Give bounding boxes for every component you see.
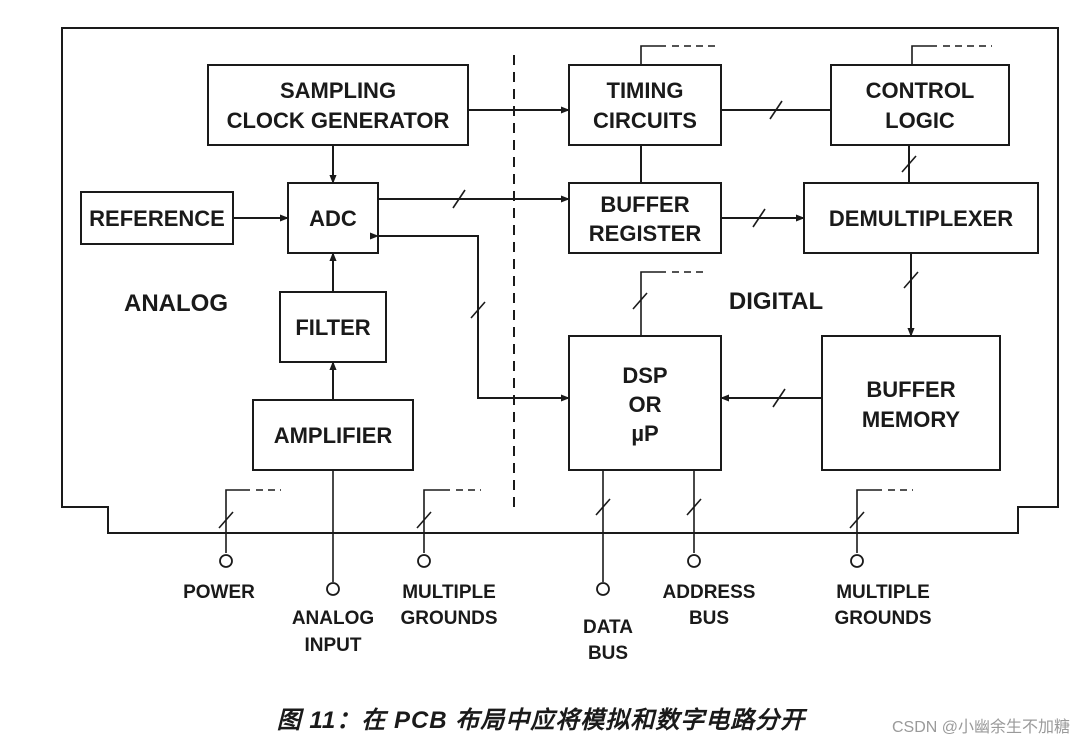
power-terminal: [219, 554, 233, 568]
digital-grounds-line: [856, 489, 882, 553]
timing-control-stub: [640, 45, 666, 65]
control-line1: CONTROL: [866, 78, 975, 103]
dsp-line3: µP: [631, 421, 658, 446]
digital-grounds-line2: GROUNDS: [834, 608, 931, 629]
demultiplexer-block: DEMULTIPLEXER: [803, 182, 1039, 254]
address-bus-line1: ADDRESS: [663, 582, 756, 603]
dsp-block: DSP OR µP: [568, 335, 722, 471]
analog-input-line2: INPUT: [305, 635, 362, 656]
csdn-watermark: CSDN @小幽余生不加糖: [891, 719, 1070, 736]
data-bus-line1: DATA: [583, 617, 633, 638]
buffer-register-line2: REGISTER: [589, 221, 702, 246]
control-line2: LOGIC: [885, 108, 955, 133]
analog-grounds-terminal: [417, 554, 431, 568]
analog-grounds-line1: MULTIPLE: [402, 582, 496, 603]
adc-label: ADC: [309, 206, 357, 231]
analog-input-terminal: [326, 582, 340, 596]
amplifier-label: AMPLIFIER: [274, 423, 393, 448]
demux-label: DEMULTIPLEXER: [829, 206, 1013, 231]
control-logic-block: CONTROL LOGIC: [830, 64, 1010, 146]
buffer-register-line1: BUFFER: [600, 192, 689, 217]
analog-region-label: ANALOG: [124, 290, 228, 317]
dsp-line1: DSP: [622, 363, 667, 388]
address-bus-terminal: [687, 554, 701, 568]
figure-caption: 图 11：在 PCB 布局中应将模拟和数字电路分开: [276, 707, 806, 734]
sampling-clock-line2: CLOCK GENERATOR: [227, 108, 450, 133]
buffer-memory-block: BUFFER MEMORY: [821, 335, 1001, 471]
analog-grounds-line2: GROUNDS: [400, 608, 497, 629]
adc-block: ADC: [287, 182, 379, 254]
power-label: POWER: [183, 582, 255, 603]
digital-grounds-line1: MULTIPLE: [836, 582, 930, 603]
digital-region-label: DIGITAL: [729, 288, 823, 315]
buffer-register-block: BUFFER REGISTER: [568, 182, 722, 254]
control-logic-stub: [911, 45, 937, 65]
dsp-line2: OR: [629, 392, 662, 417]
board-outline: [61, 27, 1059, 534]
amplifier-block: AMPLIFIER: [252, 399, 414, 471]
data-bus-line2: BUS: [588, 643, 628, 664]
power-line: [225, 489, 250, 553]
reference-label: REFERENCE: [89, 206, 225, 231]
sampling-clock-generator-block: SAMPLING CLOCK GENERATOR: [207, 64, 469, 146]
buffer-memory-line1: BUFFER: [866, 377, 955, 402]
timing-line1: TIMING: [607, 78, 684, 103]
timing-circuits-block: TIMING CIRCUITS: [568, 64, 722, 146]
analog-input-line1: ANALOG: [292, 608, 374, 629]
dsp-control-stub: [640, 271, 666, 336]
filter-label: FILTER: [295, 315, 370, 340]
digital-grounds-terminal: [850, 554, 864, 568]
timing-line2: CIRCUITS: [593, 108, 697, 133]
dsp-adc-bidirectional-link: [369, 232, 570, 402]
analog-grounds-line: [423, 489, 450, 553]
data-bus-terminal: [596, 582, 610, 596]
buffer-memory-line2: MEMORY: [862, 407, 961, 432]
sampling-clock-line1: SAMPLING: [280, 78, 396, 103]
reference-block: REFERENCE: [80, 191, 234, 245]
address-bus-line2: BUS: [689, 608, 729, 629]
filter-block: FILTER: [279, 291, 387, 363]
